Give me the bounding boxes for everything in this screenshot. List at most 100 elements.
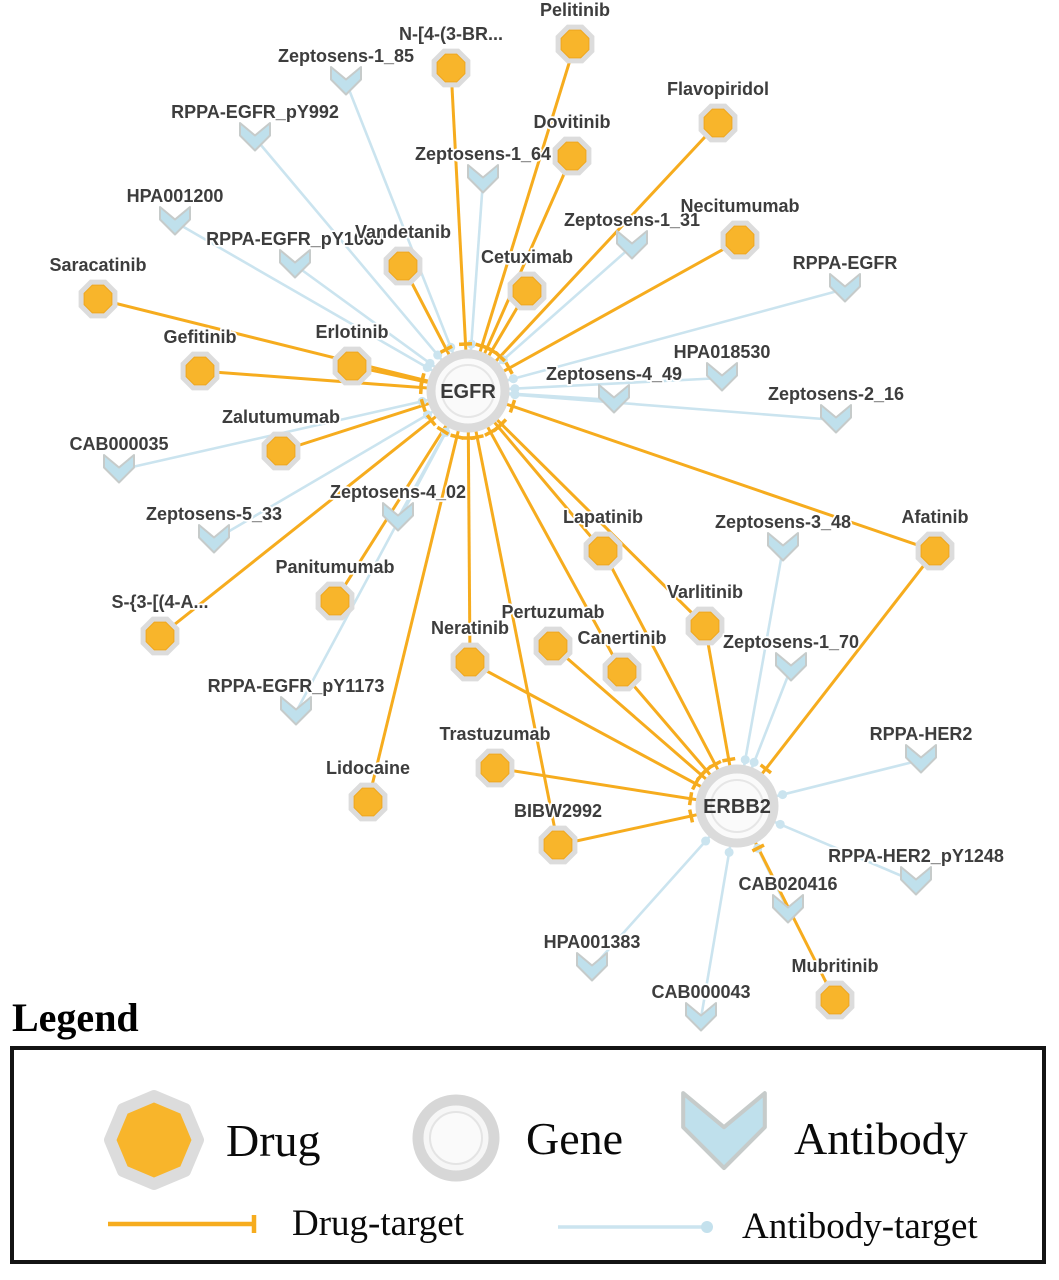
drug-node-flavopiridol[interactable] (698, 103, 738, 143)
drug-octagon (920, 536, 950, 566)
antibody-label-hpa018530: HPA018530 (674, 342, 771, 362)
antibody-node-zeptosens-3-48[interactable] (767, 532, 799, 562)
antibody-edge-dot (749, 757, 759, 767)
drug-octagon (145, 621, 175, 651)
drug-node-saracatinib[interactable] (78, 279, 118, 319)
antibody-node-rppa-egfr-py1068[interactable] (279, 249, 311, 279)
antibody-edge-dot (508, 374, 518, 384)
drug-node-n-4-3-br[interactable] (431, 48, 471, 88)
drug-edge-tee (504, 361, 514, 375)
antibody-node-rppa-her2-py1248[interactable] (900, 866, 932, 896)
legend-item-drug-target: Drug-target (104, 1202, 464, 1245)
drug-node-lapatinib[interactable] (583, 531, 623, 571)
drug-label-afatinib: Afatinib (902, 507, 969, 527)
antibody-target-edge-EGFR-rppa-egfr-py992 (254, 137, 469, 392)
drug-edge-tee (418, 374, 426, 388)
antibody-edge-dot (425, 358, 435, 368)
drug-target-line-icon (108, 1214, 257, 1233)
drug-target-edge-EGFR-varlitinib (466, 389, 707, 628)
drug-node-gefitinib[interactable] (180, 351, 220, 391)
antibody-label-cab000035: CAB000035 (69, 434, 168, 454)
drug-node-neratinib[interactable] (450, 642, 490, 682)
drug-node-vandetanib[interactable] (383, 246, 423, 286)
drug-octagon (185, 356, 215, 386)
drug-target-edge-ERBB2-neratinib (469, 660, 738, 808)
antibody-target-edge-EGFR-rppa-egfr-py1173 (294, 390, 470, 713)
gene-label-EGFR: EGFR (440, 381, 496, 403)
antibody-label-zeptosens-4-02: Zeptosens-4_02 (330, 482, 466, 502)
drug-label-panitumumab: Panitumumab (275, 557, 394, 577)
antibody-node-rppa-egfr[interactable] (829, 273, 861, 303)
antibody-node-zeptosens-4-02[interactable] (382, 502, 414, 532)
gene-node-EGFR[interactable] (426, 349, 510, 433)
drug-node-trastuzumab[interactable] (475, 748, 515, 788)
legend-item-antibody: Antibody (674, 1090, 968, 1186)
labels-layer: EGFRERBB2Zeptosens-1_85RPPA-EGFR_pY992HP… (48, 0, 1006, 1004)
drug-target-edge-EGFR-saracatinib (97, 297, 469, 393)
antibody-node-rppa-egfr-py992[interactable] (239, 122, 271, 152)
drug-node-dovitinib[interactable] (552, 136, 592, 176)
drug-octagon (690, 611, 720, 641)
legend-box: Drug Gene Antibody Drug-target (10, 1046, 1046, 1264)
antibody-node-cab000043[interactable] (685, 1002, 717, 1032)
drug-edge-tee (508, 399, 517, 413)
antibody-label-rppa-egfr-py1173: RPPA-EGFR_pY1173 (208, 676, 385, 696)
drug-edge-tee (700, 764, 713, 776)
antibody-target-edge-EGFR-hpa001200 (174, 220, 469, 393)
drug-node-pelitinib[interactable] (555, 24, 595, 64)
antibody-label-zeptosens-3-48: Zeptosens-3_48 (715, 512, 851, 532)
drug-node-canertinib[interactable] (602, 652, 642, 692)
drug-node-varlitinib[interactable] (685, 606, 725, 646)
antibody-node-zeptosens-1-64[interactable] (467, 164, 499, 194)
antibody-target-edge-EGFR-rppa-egfr (467, 287, 846, 393)
drug-node-zalutumumab[interactable] (261, 431, 301, 471)
antibody-node-zeptosens-1-85[interactable] (330, 66, 362, 96)
drug-label-zalutumumab: Zalutumumab (222, 407, 340, 427)
antibody-edge-dot (701, 836, 711, 846)
antibody-node-zeptosens-5-33[interactable] (198, 524, 230, 554)
gene-node-ERBB2[interactable] (695, 764, 779, 848)
antibody-label-rppa-her2-py1248: RPPA-HER2_pY1248 (828, 846, 1004, 866)
drug-label-saracatinib: Saracatinib (49, 255, 146, 275)
drug-octagon (480, 753, 510, 783)
gene-inner-ring (441, 364, 495, 418)
antibody-edge-dot (433, 350, 443, 360)
drug-label-flavopiridol: Flavopiridol (667, 79, 769, 99)
drug-node-bibw2992[interactable] (538, 825, 578, 865)
antibody-node-hpa018530[interactable] (706, 362, 738, 392)
antibody-node-hpa001200[interactable] (159, 206, 191, 236)
drug-node-s-3-4-a[interactable] (140, 616, 180, 656)
antibody-node-zeptosens-2-16[interactable] (820, 404, 852, 434)
drug-octagon (820, 985, 850, 1015)
antibody-edge-dot (778, 790, 788, 800)
drug-node-pertuzumab[interactable] (533, 626, 573, 666)
drug-label-lapatinib: Lapatinib (563, 507, 643, 527)
antibody-label-cab020416: CAB020416 (738, 874, 837, 894)
drug-node-erlotinib[interactable] (332, 346, 372, 386)
antibody-node-hpa001383[interactable] (576, 952, 608, 982)
drug-node-lidocaine[interactable] (348, 782, 388, 822)
drug-node-panitumumab[interactable] (315, 581, 355, 621)
antibody-node-cab020416[interactable] (772, 894, 804, 924)
antibody-edge-dot (724, 847, 734, 857)
nodes-layer (78, 24, 955, 1032)
antibody-node-zeptosens-1-70[interactable] (775, 652, 807, 682)
drug-node-afatinib[interactable] (915, 531, 955, 571)
drug-target-edge-EGFR-afatinib (467, 389, 936, 553)
drug-target-edge-ERBB2-afatinib (735, 550, 937, 807)
antibody-label-rppa-egfr-py992: RPPA-EGFR_pY992 (171, 102, 339, 122)
drug-node-cetuximab[interactable] (507, 271, 547, 311)
antibody-label-zeptosens-1-85: Zeptosens-1_85 (278, 46, 414, 66)
legend-antibody-target-label: Antibody-target (742, 1206, 978, 1247)
drug-node-necitumumab[interactable] (720, 220, 760, 260)
antibody-node-zeptosens-4-49[interactable] (598, 384, 630, 414)
antibody-node-cab000035[interactable] (103, 454, 135, 484)
antibody-chevron-icon (681, 1091, 767, 1171)
antibody-node-rppa-her2[interactable] (905, 744, 937, 774)
antibody-node-zeptosens-1-31[interactable] (616, 230, 648, 260)
drug-node-mubritinib[interactable] (815, 980, 855, 1020)
drug-octagon (543, 830, 573, 860)
antibody-node-rppa-egfr-py1173[interactable] (280, 696, 312, 726)
